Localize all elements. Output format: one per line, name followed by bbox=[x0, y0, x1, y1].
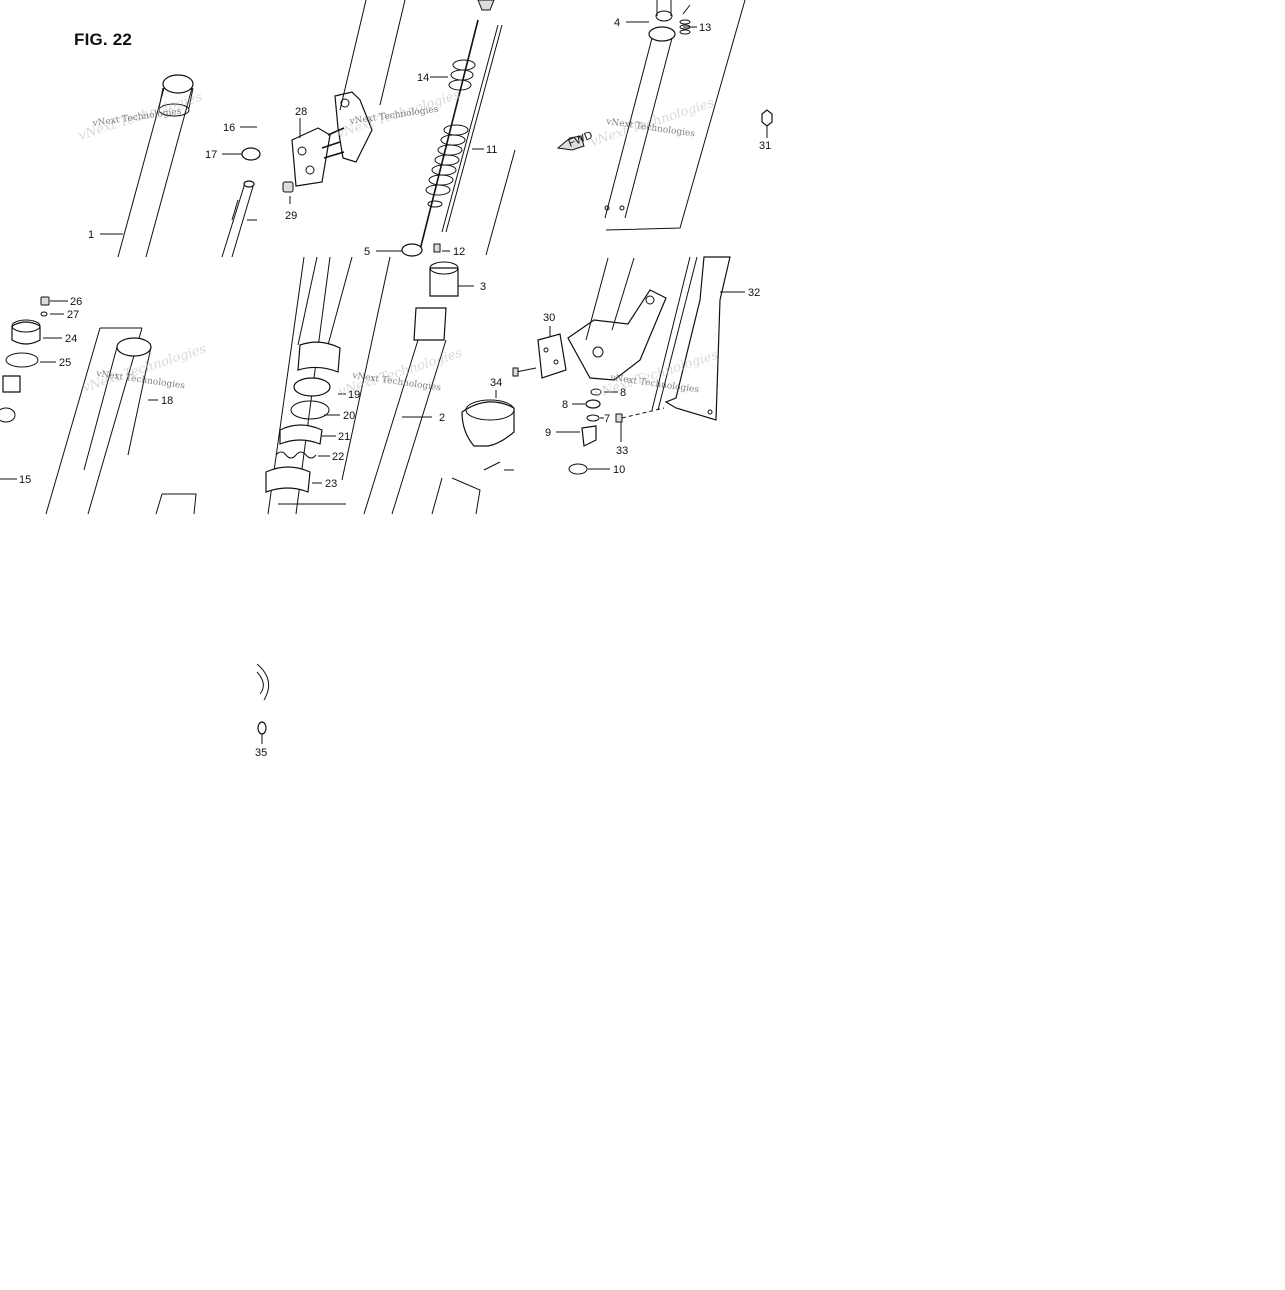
panel-fork-tube bbox=[100, 74, 194, 258]
panel-bracket bbox=[282, 0, 406, 204]
callout-19: 19 bbox=[348, 389, 360, 401]
callout-2: 2 bbox=[439, 412, 445, 424]
callout-17: 17 bbox=[205, 149, 217, 161]
panel-outer-tube bbox=[45, 327, 197, 515]
callout-24: 24 bbox=[65, 333, 77, 345]
part-32-fork-guard bbox=[615, 256, 745, 442]
callout-12: 12 bbox=[453, 246, 465, 258]
callout-22: 22 bbox=[332, 451, 344, 463]
callout-1: 1 bbox=[88, 229, 94, 241]
callout-15: 15 bbox=[19, 474, 31, 486]
callout-3: 3 bbox=[480, 281, 486, 293]
callout-34: 34 bbox=[490, 377, 502, 389]
figure-title: FIG. 22 bbox=[74, 30, 133, 49]
callout-23: 23 bbox=[325, 478, 337, 490]
panel-spring bbox=[376, 0, 516, 257]
callout-28: 28 bbox=[295, 106, 307, 118]
callout-25: 25 bbox=[59, 357, 71, 369]
callout-26: 26 bbox=[70, 296, 82, 308]
callout-5: 5 bbox=[364, 246, 370, 258]
panel-inner-tube bbox=[604, 0, 746, 231]
callout-11: 11 bbox=[486, 144, 497, 156]
panel-slide-bush bbox=[363, 261, 481, 515]
part-31-nut bbox=[761, 109, 773, 138]
callout-32: 32 bbox=[748, 287, 760, 299]
callout-7: 7 bbox=[604, 413, 610, 425]
callout-14: 14 bbox=[417, 72, 429, 84]
callout-16: 16 bbox=[223, 122, 235, 134]
part-34-clamp bbox=[461, 390, 515, 471]
callout-18: 18 bbox=[161, 395, 173, 407]
panel-seals bbox=[265, 256, 391, 515]
panel-lower-fragment bbox=[256, 663, 270, 744]
callout-29: 29 bbox=[285, 210, 297, 222]
callout-30: 30 bbox=[543, 312, 555, 324]
callout-8-secondary: 8 bbox=[620, 387, 626, 399]
callout-31: 31 bbox=[759, 140, 771, 152]
panel-damper-rod bbox=[221, 126, 261, 258]
panel-axle-holder bbox=[512, 257, 667, 475]
callout-27: 27 bbox=[67, 309, 79, 321]
callout-8: 8 bbox=[562, 399, 568, 411]
callout-35: 35 bbox=[255, 747, 267, 759]
callout-33: 33 bbox=[616, 445, 628, 457]
callout-20: 20 bbox=[343, 410, 355, 422]
callout-4: 4 bbox=[614, 17, 620, 29]
callout-21: 21 bbox=[338, 431, 350, 443]
callout-13: 13 bbox=[699, 22, 711, 34]
callouts: 1 2 3 4 5 7 8 9 10 11 12 13 14 15 16 17 … bbox=[19, 17, 771, 759]
callout-9: 9 bbox=[545, 427, 551, 439]
panel-cap-bolt bbox=[0, 296, 68, 480]
callout-10: 10 bbox=[613, 464, 625, 476]
